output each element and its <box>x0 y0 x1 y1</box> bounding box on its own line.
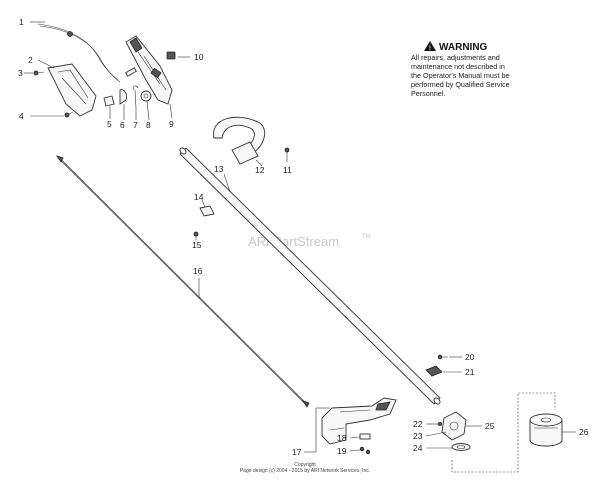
label-part-20: 20 <box>465 352 475 362</box>
warning-exclamation-icon: ! <box>429 46 431 52</box>
part-washer-24 <box>451 443 471 451</box>
part-blade-18 <box>359 433 371 440</box>
label-part-19: 19 <box>337 446 347 456</box>
label-part-12: 12 <box>255 165 265 175</box>
part-screw-11 <box>284 147 290 162</box>
warning-line-2: maintenance not described in <box>411 62 505 71</box>
label-part-13: 13 <box>214 164 224 174</box>
label-part-7: 7 <box>133 120 138 130</box>
label-part-8: 8 <box>146 120 151 130</box>
part-screw-3 <box>33 70 45 76</box>
label-part-3: 3 <box>18 68 23 78</box>
label-part-17: 17 <box>292 447 302 457</box>
label-part-26: 26 <box>579 427 589 437</box>
part-gear-head <box>441 411 467 441</box>
label-part-21: 21 <box>465 367 475 377</box>
part-nut-10 <box>166 51 176 60</box>
label-part-6: 6 <box>120 120 125 130</box>
part-screw-20 <box>437 354 448 360</box>
label-part-11: 11 <box>283 165 292 175</box>
label-part-14: 14 <box>194 192 204 202</box>
label-part-24: 24 <box>413 443 423 453</box>
part-handle-housing <box>47 63 97 117</box>
label-part-16: 16 <box>193 266 203 276</box>
label-part-22: 22 <box>413 419 423 429</box>
part-clamp-21 <box>425 365 443 377</box>
part-guard <box>321 397 397 445</box>
label-part-4: 4 <box>19 111 24 121</box>
label-part-1: 1 <box>19 17 24 27</box>
label-part-2: 2 <box>28 55 33 65</box>
warning-title: WARNING <box>439 42 488 53</box>
label-part-9: 9 <box>169 119 174 129</box>
warning-line-4: performed by Qualified Service <box>411 80 510 89</box>
label-part-23: 23 <box>413 431 423 441</box>
part-6 <box>119 89 127 105</box>
part-shaft-tube <box>179 147 441 405</box>
label-part-15: 15 <box>192 240 202 250</box>
warning-triangle-icon <box>424 41 436 51</box>
watermark-text: ARI PartStream <box>248 234 339 249</box>
label-part-5: 5 <box>107 119 112 129</box>
part-trimmer-head <box>529 413 563 447</box>
label-part-25: 25 <box>485 421 495 431</box>
part-8 <box>140 90 152 102</box>
part-screw-15 <box>193 231 199 240</box>
part-drive-shaft <box>56 155 310 408</box>
warning-line-5: Personnel. <box>411 89 445 98</box>
warning-line-1: All repairs, adjustments and <box>411 53 500 62</box>
part-trigger-handle <box>125 35 173 105</box>
part-throttle-cable <box>37 23 121 83</box>
warning-block: ! WARNING All repairs, adjustments and m… <box>411 41 510 98</box>
part-5 <box>103 95 115 107</box>
kit-bracket <box>451 392 556 473</box>
footer-copyright: Copyright <box>294 462 316 468</box>
part-loop-handle <box>213 116 266 165</box>
part-screw-4 <box>64 111 74 118</box>
watermark-tm: TM <box>362 234 371 240</box>
footer-page-design: Page design (c) 2004 - 2015 by ARI Netwo… <box>240 468 370 474</box>
label-part-18: 18 <box>337 433 347 443</box>
part-7 <box>133 85 139 109</box>
footer: Copyright Page design (c) 2004 - 2015 by… <box>240 462 370 474</box>
part-screws-19 <box>359 446 371 455</box>
warning-line-3: the Operator's Manual must be <box>411 71 509 80</box>
label-part-10: 10 <box>194 52 204 62</box>
part-22 <box>437 421 442 426</box>
part-clip-14 <box>199 205 215 217</box>
